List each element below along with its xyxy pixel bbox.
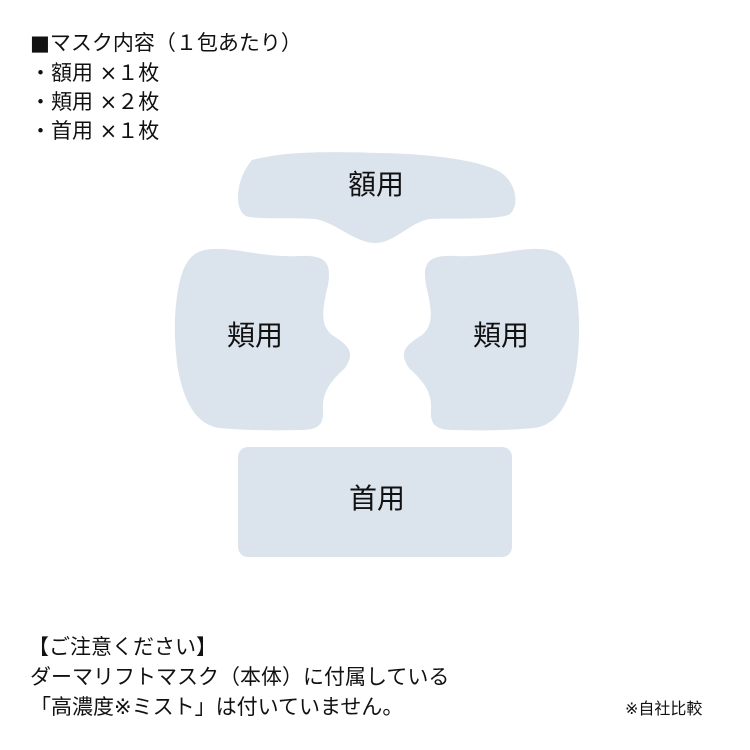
forehead-mask-label: 額用 <box>347 168 405 201</box>
neck-mask-shape <box>238 447 512 557</box>
notice-line-1: ダーマリフトマスク（本体）に付属している <box>30 665 450 689</box>
cheek-right-mask-shape <box>403 248 580 431</box>
notice-line-2: 「高濃度※ミスト」は付いていません。 <box>30 695 404 719</box>
contents-item-neck: ・首用 ×１枚 <box>30 119 160 143</box>
contents-heading: ■マスク内容（１包あたり） <box>30 31 302 55</box>
contents-item-cheek: ・頬用 ×２枚 <box>30 90 160 114</box>
contents-item-forehead: ・額用 ×１枚 <box>30 61 160 85</box>
notice-title: 【ご注意ください】 <box>28 635 217 659</box>
cheek-left-mask-label: 頬用 <box>226 319 284 352</box>
forehead-mask-shape <box>237 152 516 243</box>
cheek-right-mask-label: 頬用 <box>472 319 530 352</box>
footnote: ※自社比較 <box>625 699 703 718</box>
cheek-left-mask-shape <box>174 248 351 431</box>
neck-mask-label: 首用 <box>348 482 406 515</box>
